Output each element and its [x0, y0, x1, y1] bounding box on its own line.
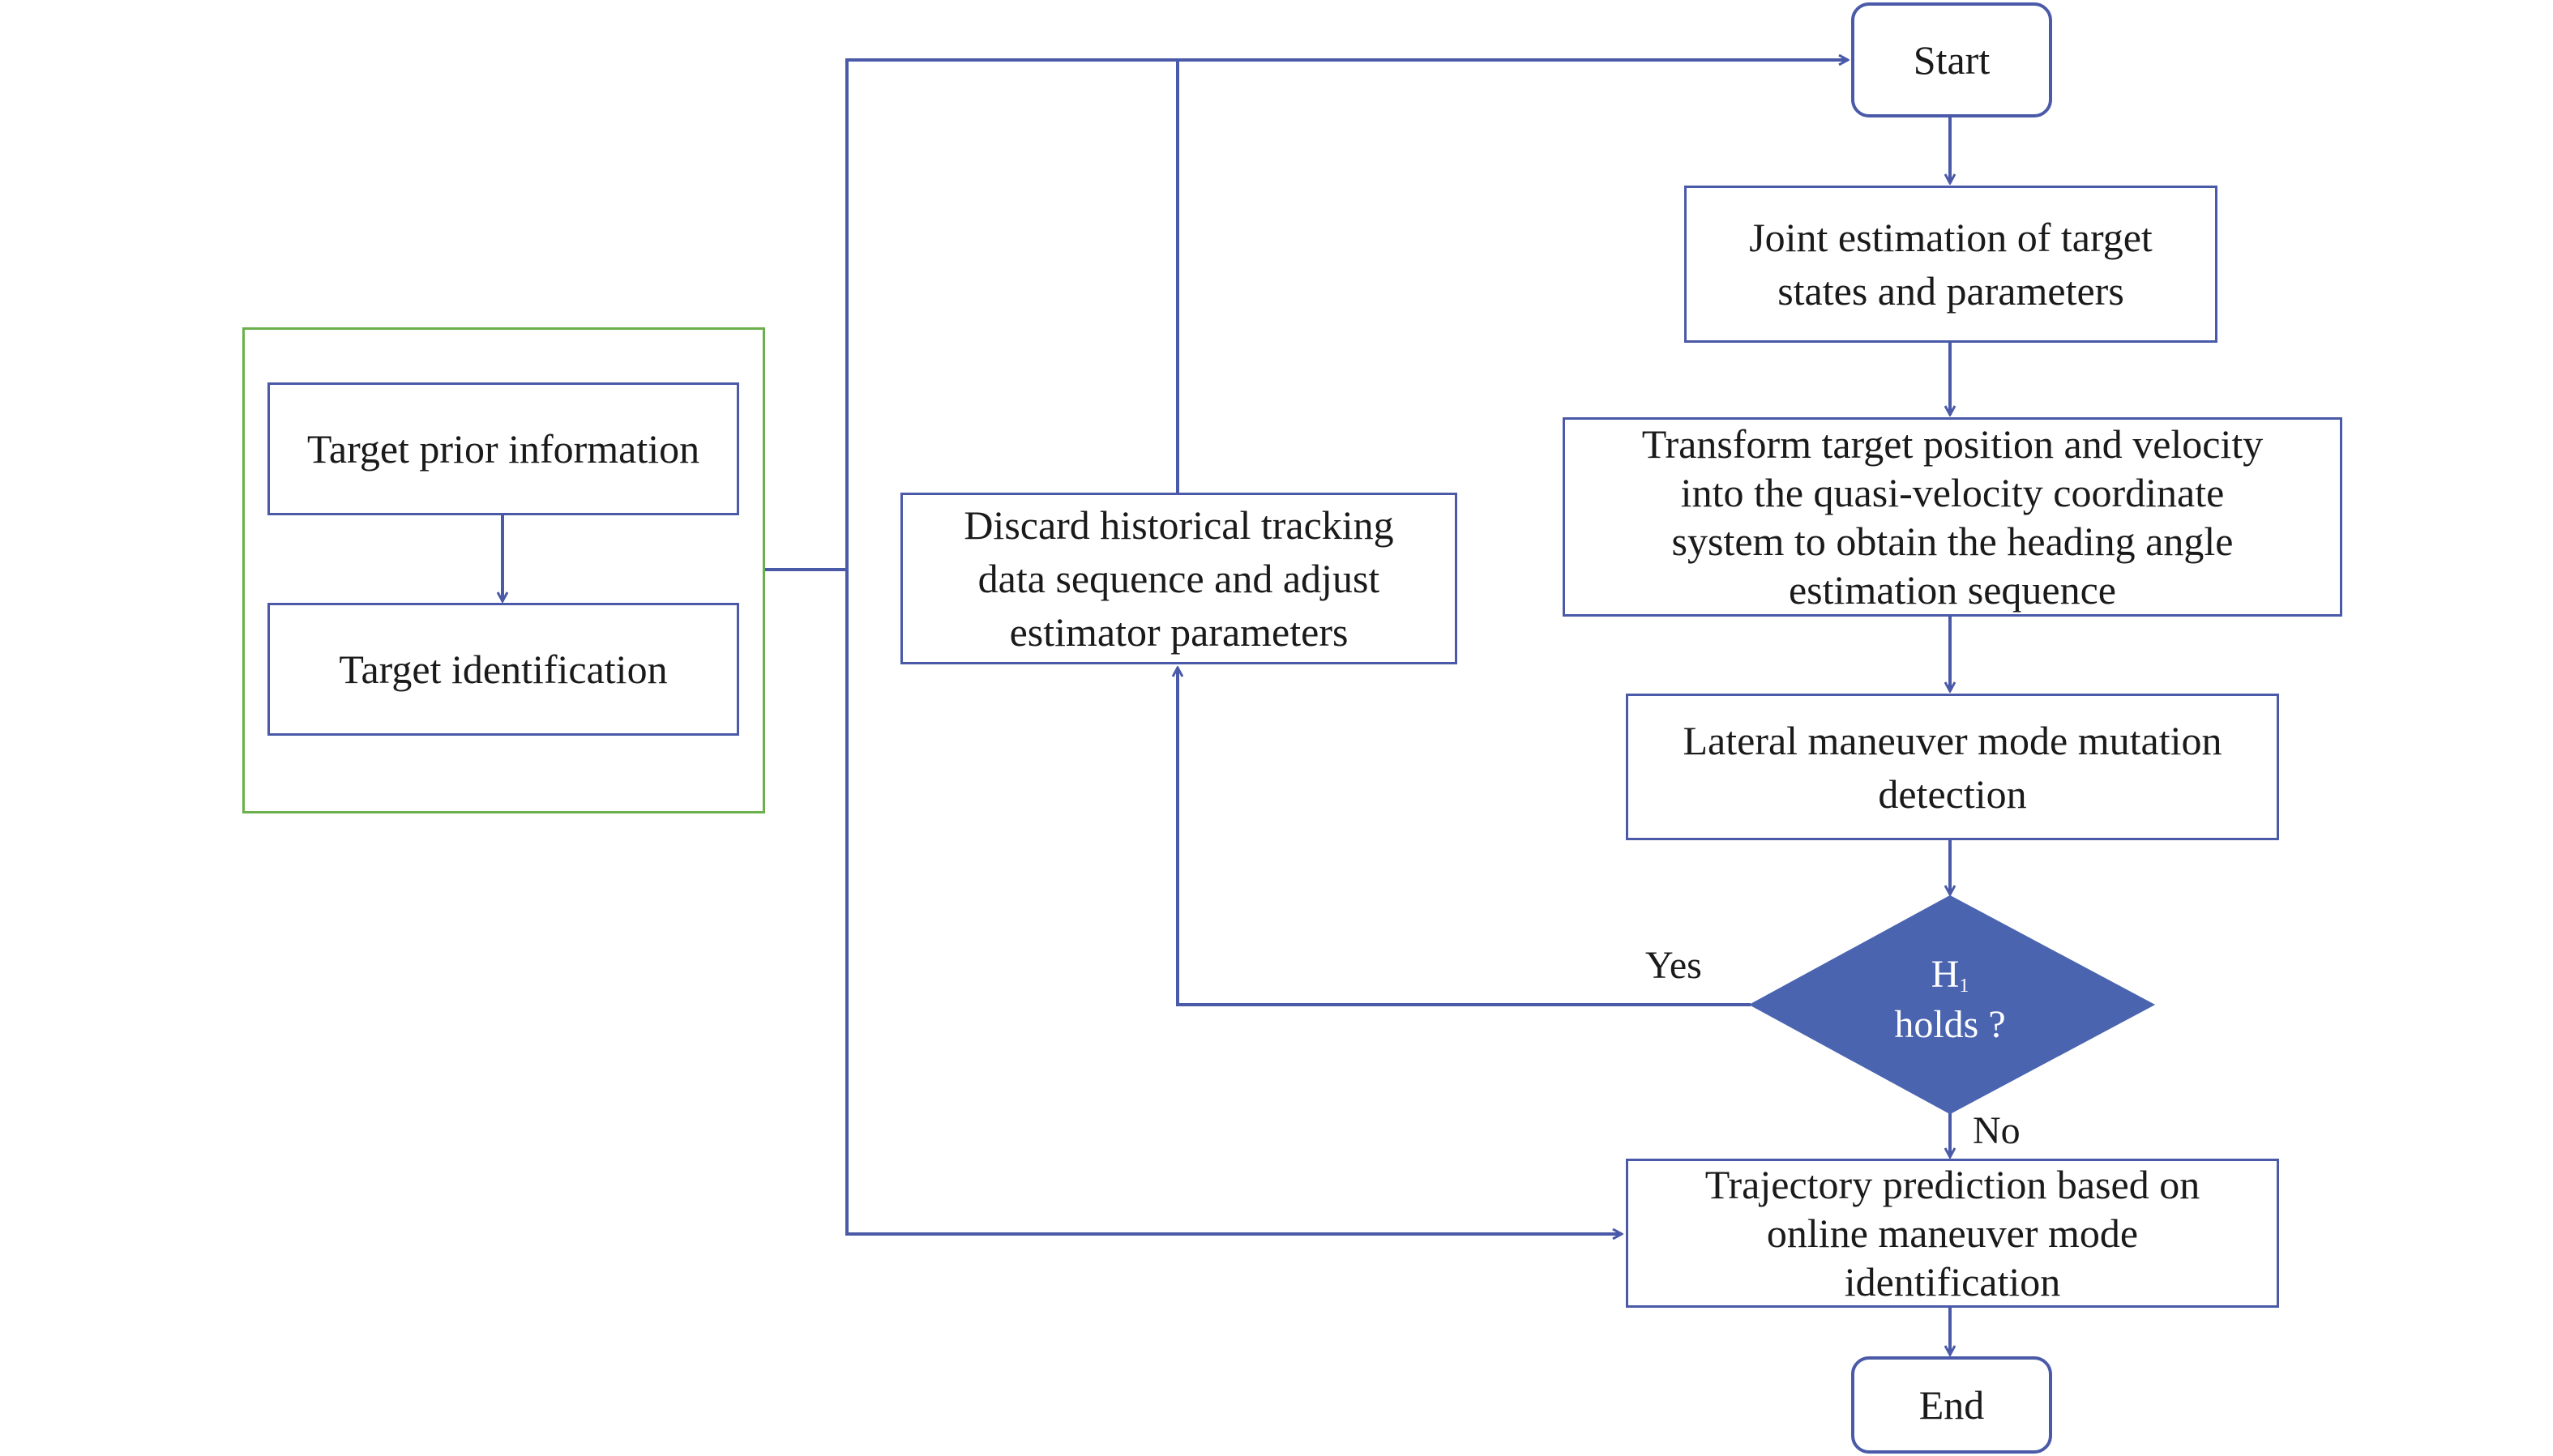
- transform-box: Transform target position and velocity i…: [1563, 417, 2342, 617]
- joint-estimation-box: Joint estimation of target states and pa…: [1684, 186, 2217, 343]
- decision-label: holds ?: [1894, 1003, 2006, 1047]
- decision-subscript: 1: [1959, 976, 1969, 997]
- yes-label: Yes: [1645, 944, 1702, 987]
- target-prior-info-box: Target prior information: [267, 382, 739, 515]
- start-node: Start: [1851, 2, 2052, 117]
- target-identification-box: Target identification: [267, 603, 739, 736]
- edge-group-start: [764, 60, 1848, 571]
- end-label: End: [1918, 1382, 1985, 1428]
- start-label: Start: [1913, 37, 1991, 83]
- no-label: No: [1973, 1109, 2021, 1152]
- joint-estimation-label: Joint estimation of target states and pa…: [1749, 215, 2153, 314]
- lateral-detection-box: Lateral maneuver mode mutation detection: [1626, 694, 2279, 840]
- transform-label: Transform target position and velocity i…: [1641, 421, 2264, 613]
- decision-diamond: [1748, 895, 2156, 1115]
- end-node: End: [1851, 1356, 2052, 1454]
- target-info-group: [242, 327, 765, 813]
- edge-decision-discard: [1178, 668, 1751, 1006]
- decision-text: H1 holds ?: [1828, 950, 2072, 1051]
- discard-label: Discard historical tracking data sequenc…: [964, 502, 1394, 655]
- edge-group-trajectory: [845, 570, 1622, 1234]
- lateral-detection-label: Lateral maneuver mode mutation detection: [1683, 717, 2222, 817]
- trajectory-prediction-label: Trajectory prediction based on online ma…: [1704, 1162, 2200, 1304]
- trajectory-prediction-box: Trajectory prediction based on online ma…: [1626, 1159, 2279, 1308]
- discard-box: Discard historical tracking data sequenc…: [900, 493, 1457, 664]
- target-prior-info-label: Target prior information: [306, 426, 700, 472]
- target-identification-label: Target identification: [339, 647, 668, 692]
- decision-symbol: H: [1931, 953, 1960, 996]
